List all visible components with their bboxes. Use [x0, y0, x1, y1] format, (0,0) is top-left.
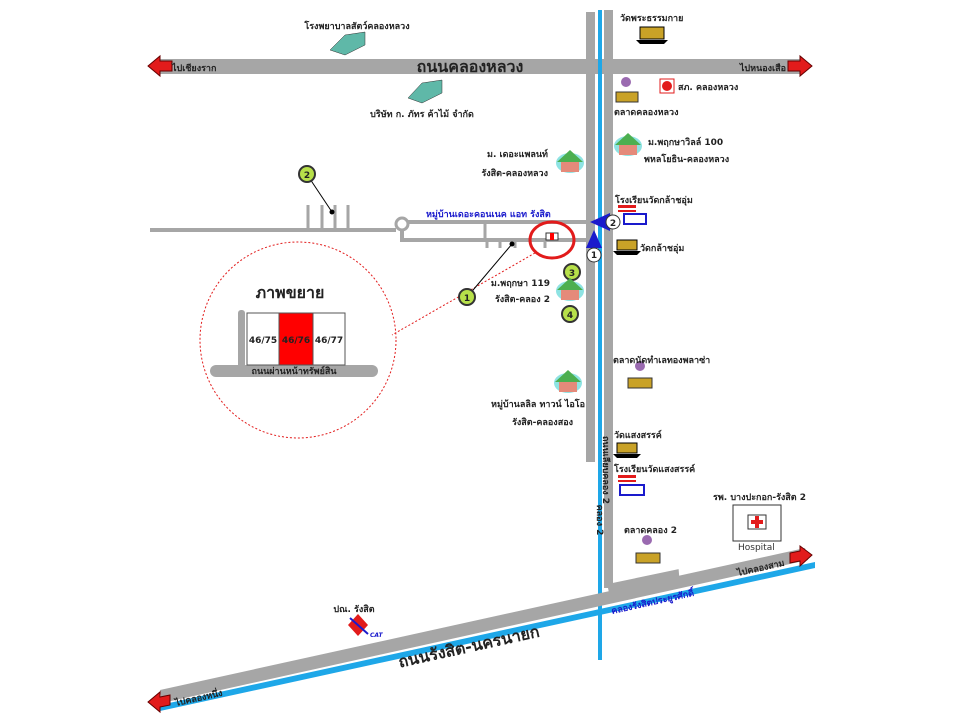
side-road-branches	[306, 205, 547, 248]
label-wat-3: วัดแสงสรรค์	[614, 429, 662, 441]
cat-logo: CAT	[348, 614, 383, 639]
warehouse-icon	[329, 31, 366, 56]
market-icon	[615, 77, 639, 103]
school-icon	[618, 205, 647, 225]
label-market-top: ตลาดคลองหลวง	[614, 108, 679, 118]
marker-2[interactable]: 2	[298, 165, 316, 183]
route-marker-1[interactable]: 1	[586, 247, 602, 263]
inset-lot-label-highlight: 46/76	[282, 336, 310, 346]
route-arrow-up-icon	[586, 230, 602, 248]
label-school-1: โรงเรียนวัดกล้าชอุ่ม	[614, 194, 693, 206]
roundabout	[394, 216, 410, 232]
market-icon	[627, 361, 653, 389]
arrow-left-icon	[147, 54, 173, 78]
house-icon	[556, 278, 584, 301]
label-village-right-1: ม.พฤกษาวิลล์ 100	[648, 136, 723, 148]
label-police: สภ. คลองหลวง	[678, 83, 738, 93]
police-icon	[659, 78, 675, 94]
label-market-3: ตลาดคลอง 2	[624, 526, 677, 536]
label-hospital-sign: Hospital	[738, 543, 775, 553]
temple-icon	[613, 239, 641, 255]
inset-circle	[199, 241, 397, 439]
route-marker-2[interactable]: 2	[605, 214, 621, 230]
target-location-circle	[528, 220, 576, 260]
school-icon	[618, 475, 645, 496]
inset-title: ภาพขยาย	[256, 283, 325, 302]
inset-lot-2	[278, 312, 314, 366]
label-vertical-road: ถนนเลียบคลอง 2	[600, 436, 611, 504]
inset-lot-label: 46/75	[249, 336, 277, 346]
arrow-left-icon	[147, 690, 171, 714]
warehouse-icon	[407, 79, 443, 104]
inset-lot-1	[246, 312, 280, 366]
svg-text:1: 1	[464, 294, 470, 304]
road-vertical-right	[604, 10, 613, 588]
label-post-office: ปณ. รังสิต	[333, 604, 374, 615]
svg-text:2: 2	[304, 171, 310, 181]
zoom-connector	[391, 252, 536, 336]
label-wat-top: วัดพระธรรมกาย	[620, 13, 683, 24]
temple-icon	[613, 442, 641, 458]
house-icon	[614, 133, 642, 156]
inset-lot-3	[312, 312, 346, 366]
road-rangsit-nakhonnayok	[160, 548, 808, 703]
marker-3[interactable]: 3	[563, 263, 581, 281]
svg-text:4: 4	[567, 311, 573, 321]
market-icon	[635, 535, 661, 564]
label-village-pruksa-2: รังสิต-คลอง 2	[495, 294, 550, 305]
canal-vertical	[598, 10, 602, 660]
label-village-left-1: ม. เดอะแพลนท์	[487, 148, 548, 160]
arrow-right-icon	[787, 54, 813, 78]
route-arrow-left-icon	[590, 213, 610, 231]
label-vet-hospital: โรงพยาบาลสัตว์คลองหลวง	[303, 20, 409, 32]
label-road-klong-luang: ถนนคลองหลวง	[417, 57, 524, 76]
label-village-lalin-1: หมู่บ้านลลิล ทาวน์ ไอโอ	[491, 398, 585, 410]
label-to-nong-suea: ไปหนองเสือ	[739, 62, 786, 74]
svg-text:1: 1	[591, 251, 597, 261]
label-village-left-2: รังสิต-คลองหลวง	[481, 168, 548, 179]
label-company: บริษัท ก. ภัทร ค้าไม้ จำกัด	[370, 108, 474, 120]
house-icon	[554, 370, 582, 393]
inset-lot-label: 46/77	[315, 336, 343, 346]
inset-side-road	[238, 310, 245, 370]
label-hospital: รพ. บางปะกอก-รังสิต 2	[713, 492, 806, 503]
house-icon	[556, 150, 584, 173]
hospital-icon	[732, 504, 782, 542]
inset-road-label: ถนนผ่านหน้าทรัพย์สิน	[252, 365, 338, 377]
canal-rangsit	[160, 562, 815, 711]
svg-text:3: 3	[569, 269, 575, 279]
marker-dot	[509, 241, 515, 247]
svg-text:2: 2	[610, 219, 616, 229]
marker-leader	[307, 175, 333, 213]
label-vertical-canal: คลอง 2	[594, 505, 604, 536]
svg-text:CAT: CAT	[370, 632, 383, 639]
road-klong-luang	[160, 59, 800, 74]
target-lot-highlight	[550, 233, 554, 240]
label-side-road: หมู่บ้านเดอะคอนเนค แอท รังสิต	[426, 209, 551, 220]
side-road	[400, 230, 588, 242]
label-village-pruksa-1: ม.พฤกษา 119	[491, 279, 550, 289]
marker-dot	[329, 209, 335, 215]
inset-road	[210, 365, 378, 377]
label-market-2: ตลาดนัดทำเลทองพลาซ่า	[613, 355, 710, 366]
label-village-right-2: พหลโยธิน-คลองหลวง	[644, 153, 729, 165]
arrow-right-icon	[789, 545, 813, 568]
temple-icon	[636, 26, 668, 44]
label-wat-2: วัดกล้าชอุ่ม	[640, 243, 684, 254]
label-village-lalin-2: รังสิต-คลองสอง	[512, 417, 573, 428]
marker-1[interactable]: 1	[458, 288, 476, 306]
road-vertical-left	[586, 12, 595, 462]
label-school-2: โรงเรียนวัดแสงสรรค์	[613, 463, 695, 475]
label-to-chiang-rak: ไปเชียงราก	[171, 62, 216, 74]
marker-leader	[467, 243, 513, 297]
marker-4[interactable]: 4	[561, 305, 579, 323]
